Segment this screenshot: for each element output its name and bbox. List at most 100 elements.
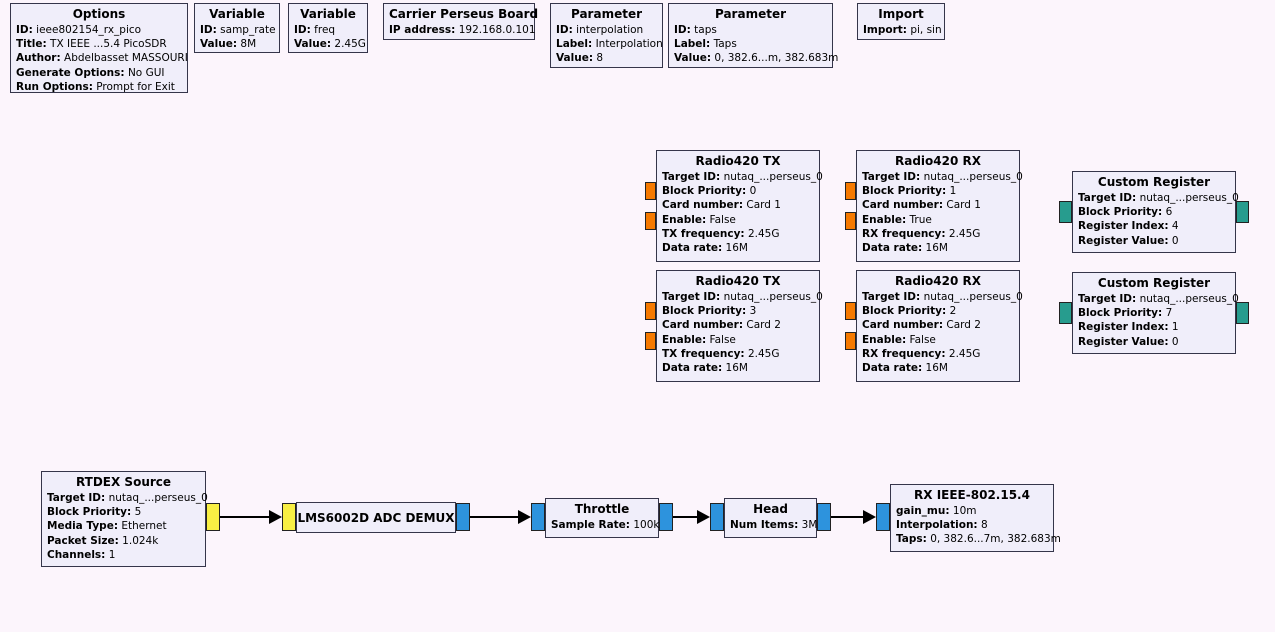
block-param: Block Priority: 1 <box>862 184 1014 198</box>
input-port-float[interactable] <box>845 182 856 200</box>
param-value: 16M <box>925 362 948 375</box>
param-value: 2.45G <box>948 347 981 360</box>
param-label: Block Priority: <box>1078 206 1163 219</box>
param-value: 1 <box>108 548 116 561</box>
param-value: 192.168.0.101 <box>458 24 536 36</box>
block-title: Radio420 TX <box>695 274 781 288</box>
param-label: Channels: <box>47 548 106 561</box>
block-param: Block Priority: 2 <box>862 304 1014 318</box>
connection-wire[interactable] <box>220 516 269 518</box>
block-radio420-rx-2[interactable]: Radio420 RX Target ID: nutaq_...perseus_… <box>856 270 1023 382</box>
input-port-float[interactable] <box>645 182 656 200</box>
output-port-short[interactable] <box>206 503 220 531</box>
block-head[interactable]: Head Num Items: 3M <box>724 498 817 538</box>
param-label: Value: <box>294 38 332 51</box>
block-param: IP address: 192.168.0.101 <box>389 23 536 37</box>
block-param: ID: samp_rate <box>200 23 276 37</box>
input-port-float[interactable] <box>645 302 656 320</box>
param-value: Interpolation <box>595 38 663 51</box>
block-param: gain_mu: 10m <box>896 504 1048 518</box>
output-port-int[interactable] <box>1236 302 1249 324</box>
block-param: Target ID: nutaq_...perseus_0 <box>47 491 208 505</box>
param-label: Block Priority: <box>862 185 947 198</box>
block-param: Num Items: 3M <box>730 518 817 532</box>
param-value: pi, sin <box>910 24 942 36</box>
param-label: Target ID: <box>1078 192 1137 204</box>
block-radio420-rx-1[interactable]: Radio420 RX Target ID: nutaq_...perseus_… <box>856 150 1023 262</box>
block-param: TX frequency: 2.45G <box>662 227 814 241</box>
input-port-float[interactable] <box>845 212 856 230</box>
block-param: Target ID: nutaq_...perseus_0 <box>862 170 1023 184</box>
block-lms6002d-adc-demux[interactable]: LMS6002D ADC DEMUX <box>296 502 456 533</box>
block-param: Target ID: nutaq_...perseus_0 <box>862 290 1023 304</box>
param-value: 3M <box>801 519 818 531</box>
block-param: Value: 2.45G <box>294 37 366 51</box>
block-variable-samp-rate[interactable]: Variable ID: samp_rate Value: 8M <box>194 3 280 53</box>
block-rx-ieee-802154[interactable]: RX IEEE-802.15.4 gain_mu: 10m Interpolat… <box>890 484 1061 552</box>
input-port-int[interactable] <box>1059 302 1072 324</box>
output-port-int[interactable] <box>1236 201 1249 223</box>
param-value: Abdelbasset MASSOURI <box>64 52 188 65</box>
param-label: Data rate: <box>862 242 923 255</box>
input-port-float[interactable] <box>845 302 856 320</box>
input-port-float[interactable] <box>645 332 656 350</box>
connection-wire[interactable] <box>831 516 863 518</box>
block-carrier-perseus-board[interactable]: Carrier Perseus Board IP address: 192.16… <box>383 3 538 40</box>
param-label: Block Priority: <box>47 506 132 519</box>
param-label: Target ID: <box>662 171 721 183</box>
param-label: ID: <box>16 24 33 36</box>
param-label: Card number: <box>662 199 744 212</box>
block-param: Enable: False <box>662 213 814 227</box>
param-label: Data rate: <box>862 362 923 375</box>
param-value: 8 <box>980 519 988 532</box>
param-value: 2.45G <box>948 227 981 240</box>
block-variable-freq[interactable]: Variable ID: freq Value: 2.45G <box>288 3 368 53</box>
block-param: Packet Size: 1.024k <box>47 534 200 548</box>
output-port-complex[interactable] <box>456 503 470 531</box>
param-label: Target ID: <box>1078 293 1137 305</box>
block-param: Card number: Card 2 <box>662 318 814 332</box>
block-rtdex-source[interactable]: RTDEX Source Target ID: nutaq_...perseus… <box>41 471 208 567</box>
output-port-complex[interactable] <box>817 503 831 531</box>
block-custom-register-1[interactable]: Custom Register Target ID: nutaq_...pers… <box>1072 171 1239 253</box>
input-port-float[interactable] <box>845 332 856 350</box>
param-value: True <box>909 213 932 226</box>
param-value: 2 <box>949 305 957 318</box>
input-port-complex[interactable] <box>531 503 545 531</box>
output-port-complex[interactable] <box>659 503 673 531</box>
connection-wire[interactable] <box>673 516 697 518</box>
param-label: Target ID: <box>47 492 106 504</box>
param-value: 16M <box>925 242 948 255</box>
block-custom-register-2[interactable]: Custom Register Target ID: nutaq_...pers… <box>1072 272 1239 354</box>
block-parameter-taps[interactable]: Parameter ID: taps Label: Taps Value: 0,… <box>668 3 838 68</box>
input-port-complex[interactable] <box>876 503 890 531</box>
param-label: RX frequency: <box>862 227 946 240</box>
param-value: False <box>909 333 936 346</box>
param-value: 8M <box>240 38 257 51</box>
param-label: Block Priority: <box>1078 307 1163 320</box>
input-port-complex[interactable] <box>710 503 724 531</box>
param-value: 0, 382.6...7m, 382.683m <box>930 533 1061 546</box>
block-param: Block Priority: 7 <box>1078 306 1230 320</box>
input-port-float[interactable] <box>645 212 656 230</box>
block-parameter-interpolation[interactable]: Parameter ID: interpolation Label: Inter… <box>550 3 663 68</box>
block-options[interactable]: Options ID: ieee802154_rx_pico Title: TX… <box>10 3 188 93</box>
block-import[interactable]: Import Import: pi, sin <box>857 3 945 40</box>
param-label: ID: <box>200 24 217 36</box>
block-radio420-tx-1[interactable]: Radio420 TX Target ID: nutaq_...perseus_… <box>656 150 823 262</box>
input-port-int[interactable] <box>1059 201 1072 223</box>
block-param: Generate Options: No GUI <box>16 66 182 80</box>
param-value: ieee802154_rx_pico <box>36 24 142 36</box>
param-label: Media Type: <box>47 520 119 533</box>
connection-wire[interactable] <box>470 516 518 518</box>
block-title: Throttle <box>574 502 630 516</box>
param-label: gain_mu: <box>896 505 950 517</box>
input-port-short[interactable] <box>282 503 296 531</box>
param-value: nutaq_...perseus_0 <box>923 291 1023 303</box>
block-throttle[interactable]: Throttle Sample Rate: 100k <box>545 498 659 538</box>
block-param: Channels: 1 <box>47 548 200 562</box>
block-radio420-tx-2[interactable]: Radio420 TX Target ID: nutaq_...perseus_… <box>656 270 823 382</box>
param-value: nutaq_...perseus_0 <box>1139 293 1239 305</box>
block-param: Data rate: 16M <box>862 361 1014 375</box>
